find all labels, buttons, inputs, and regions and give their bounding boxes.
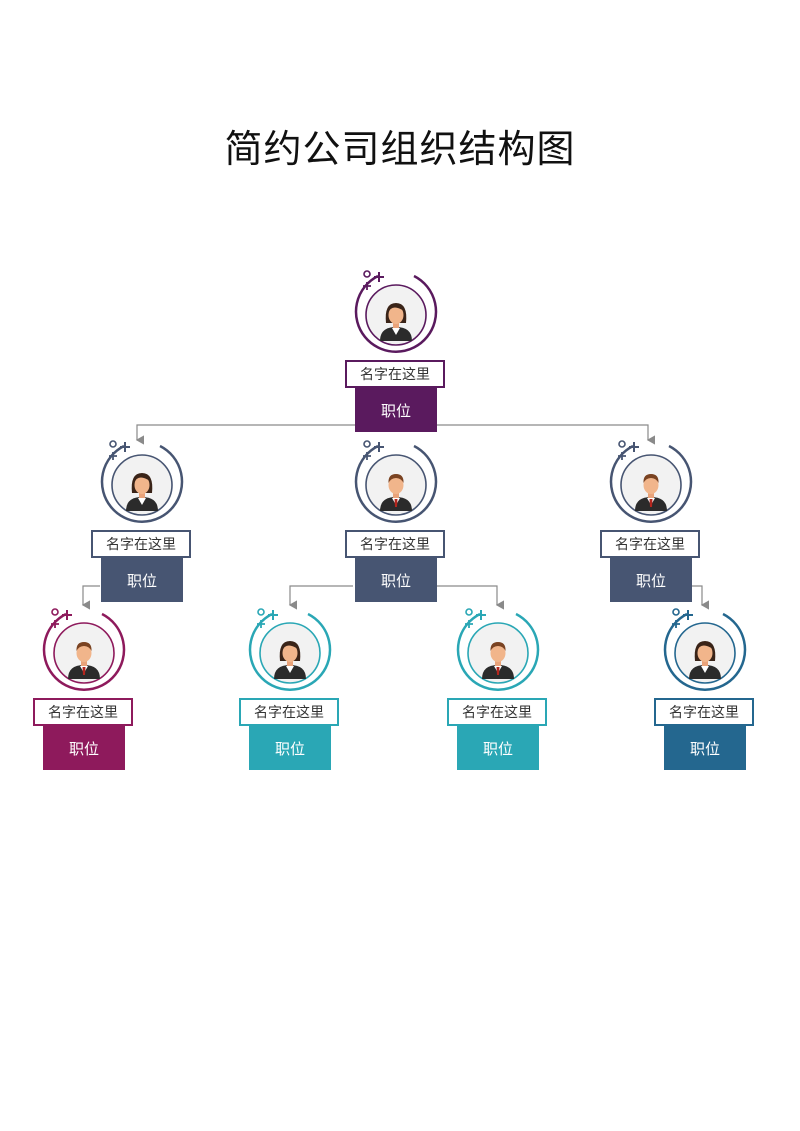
role-label: 职位	[355, 558, 437, 602]
ring-arc	[248, 612, 332, 691]
plus-large-icon	[374, 272, 384, 282]
avatar-frame	[456, 608, 540, 691]
male-avatar-icon	[482, 642, 514, 679]
org-node[interactable]: 名字在这里职位	[87, 438, 197, 648]
plus-small-icon	[109, 452, 117, 460]
ring-arc	[663, 612, 747, 691]
plus-small-icon	[257, 620, 265, 628]
page-title: 简约公司组织结构图	[224, 127, 576, 171]
org-node[interactable]: 名字在这里职位	[443, 606, 553, 816]
ring-arc	[609, 444, 693, 523]
plus-large-icon	[374, 442, 384, 452]
male-avatar-icon	[68, 642, 100, 679]
female-avatar-icon	[380, 303, 412, 341]
connector-l2b-l3b	[288, 585, 353, 610]
org-node[interactable]: 名字在这里职位	[341, 438, 451, 648]
org-node[interactable]: 名字在这里职位	[29, 606, 139, 816]
plus-small-icon	[51, 620, 59, 628]
org-node[interactable]: 名字在这里职位	[341, 268, 451, 478]
connector-l2b-l3c	[437, 585, 505, 610]
org-node[interactable]: 名字在这里职位	[650, 606, 760, 816]
plus-large-icon	[268, 610, 278, 620]
ring-arc	[354, 444, 438, 523]
org-node[interactable]: 名字在这里职位	[596, 438, 706, 648]
female-avatar-icon	[126, 473, 158, 511]
plus-dot-icon	[465, 608, 473, 616]
plus-small-icon	[618, 452, 626, 460]
male-avatar-icon	[635, 474, 667, 511]
plus-small-icon	[363, 282, 371, 290]
role-label: 职位	[249, 726, 331, 770]
name-label: 名字在这里	[33, 698, 133, 726]
plus-dot-icon	[672, 608, 680, 616]
connector-l2a-l3a	[81, 585, 100, 610]
avatar-frame	[42, 608, 126, 691]
ring-arc	[354, 274, 438, 353]
role-label: 职位	[101, 558, 183, 602]
female-avatar-icon	[274, 641, 306, 679]
plus-small-icon	[465, 620, 473, 628]
plus-dot-icon	[618, 440, 626, 448]
connector-ceo-l2a	[135, 424, 355, 445]
plus-large-icon	[62, 610, 72, 620]
plus-large-icon	[629, 442, 639, 452]
plus-dot-icon	[363, 270, 371, 278]
avatar-frame	[354, 440, 438, 523]
name-label: 名字在这里	[345, 530, 445, 558]
plus-small-icon	[672, 620, 680, 628]
plus-small-icon	[363, 452, 371, 460]
avatar-frame	[663, 608, 747, 691]
male-avatar-icon	[380, 474, 412, 511]
name-label: 名字在这里	[654, 698, 754, 726]
plus-dot-icon	[363, 440, 371, 448]
ring-arc	[42, 612, 126, 691]
plus-large-icon	[120, 442, 130, 452]
plus-dot-icon	[257, 608, 265, 616]
name-label: 名字在这里	[239, 698, 339, 726]
avatar-frame	[248, 608, 332, 691]
connector-ceo-l2c	[437, 424, 656, 445]
name-label: 名字在这里	[600, 530, 700, 558]
role-label: 职位	[610, 558, 692, 602]
plus-dot-icon	[109, 440, 117, 448]
name-label: 名字在这里	[345, 360, 445, 388]
ring-arc	[456, 612, 540, 691]
female-avatar-icon	[689, 641, 721, 679]
plus-large-icon	[683, 610, 693, 620]
role-label: 职位	[43, 726, 125, 770]
name-label: 名字在这里	[447, 698, 547, 726]
role-label: 职位	[355, 388, 437, 432]
avatar-frame	[609, 440, 693, 523]
org-node[interactable]: 名字在这里职位	[235, 606, 345, 816]
avatar-frame	[100, 440, 184, 523]
role-label: 职位	[664, 726, 746, 770]
plus-dot-icon	[51, 608, 59, 616]
role-label: 职位	[457, 726, 539, 770]
plus-large-icon	[476, 610, 486, 620]
avatar-frame	[354, 270, 438, 353]
ring-arc	[100, 444, 184, 523]
name-label: 名字在这里	[91, 530, 191, 558]
